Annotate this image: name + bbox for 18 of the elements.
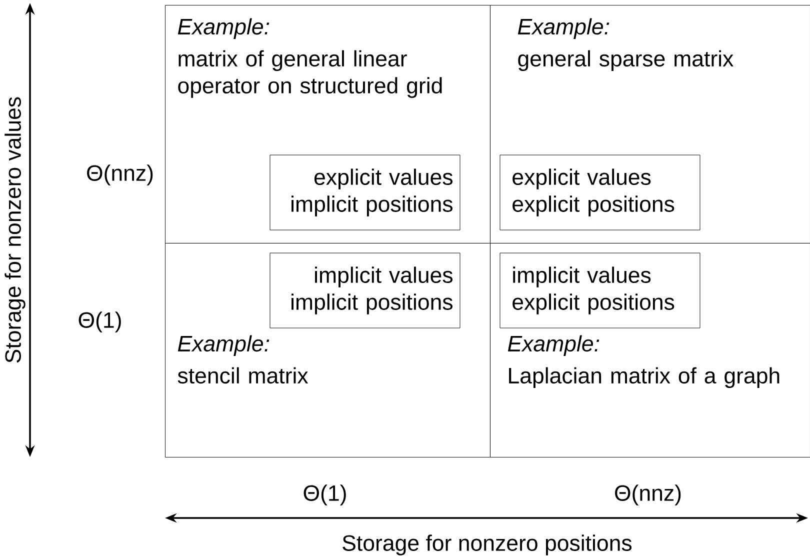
example-text: Laplacian matrix of a graph (509, 367, 780, 388)
example-text: stencil matrix (178, 367, 308, 384)
axis-tick-label: Θ(1) (78, 312, 121, 332)
axis-tick-label: Θ(1) (304, 484, 346, 506)
example-label: Example: (518, 18, 610, 39)
property-box: explicit values implicit positions (270, 154, 460, 230)
example-label: Example: (178, 335, 270, 356)
axis-title: Storage for nonzero positions (342, 534, 632, 556)
property-box: implicit values explicit positions (500, 252, 700, 328)
property-box: explicit values explicit positions (500, 154, 700, 230)
axis-title: Storage for nonzero values (4, 97, 26, 363)
axis-tick-label: Θ(nnz) (87, 164, 153, 186)
property-box: implicit values implicit positions (270, 252, 460, 328)
example-text: matrix of general linear operator on structured grid (178, 50, 442, 98)
axis-tick-label: Θ(nnz) (615, 484, 681, 506)
example-label: Example: (508, 335, 600, 356)
example-text: general sparse matrix (518, 50, 734, 71)
example-label: Example: (178, 18, 270, 39)
